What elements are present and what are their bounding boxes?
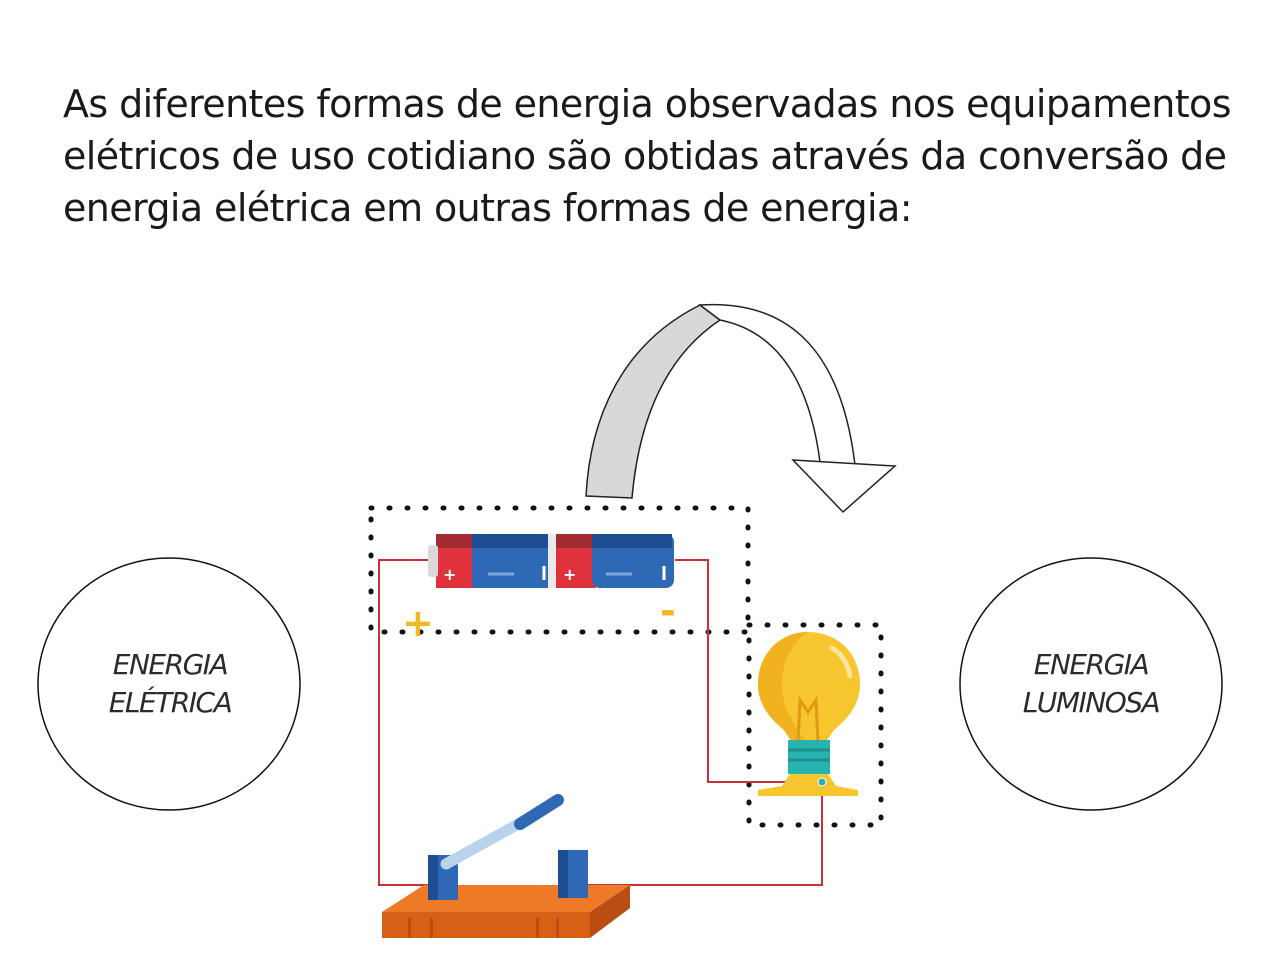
- switch-base-top: [382, 885, 630, 912]
- battery-cell-1: +: [428, 534, 556, 588]
- wire-left: [378, 559, 432, 886]
- electric-energy-label-line2: ELÉTRICA: [108, 686, 233, 719]
- cell-2-plus-sign: +: [563, 565, 576, 584]
- arrow-head: [791, 459, 897, 514]
- circuit-wires: [378, 559, 823, 886]
- bulb-filament: [796, 695, 820, 743]
- bulb-dotted-box: [746, 622, 884, 828]
- bulb-stand: [758, 774, 858, 796]
- arrow-body-outer: [697, 303, 856, 466]
- bulb-highlight: [829, 645, 853, 679]
- wire-bottom-right: [588, 782, 823, 886]
- light-energy-label-line1: ENERGIA: [1033, 648, 1150, 681]
- switch-handle: [514, 794, 564, 830]
- battery: + + + -: [402, 534, 676, 645]
- battery-minus-terminal: -: [660, 589, 676, 633]
- bulb-contact: [817, 777, 827, 787]
- bulb-shade: [758, 632, 808, 742]
- light-energy-label: ENERGIA LUMINOSA: [981, 646, 1201, 722]
- bulb-socket: [788, 740, 830, 774]
- intro-text: As diferentes formas de energia observad…: [63, 82, 1232, 230]
- battery-cell-2: +: [556, 534, 674, 588]
- electric-energy-label-line1: ENERGIA: [112, 648, 229, 681]
- battery-plus-terminal: +: [402, 601, 434, 645]
- cell-1-plus-sign: +: [443, 565, 456, 584]
- arrow-body-inner: [585, 304, 722, 499]
- conversion-arrow: [585, 303, 897, 514]
- light-energy-label-line2: LUMINOSA: [1022, 686, 1161, 719]
- light-energy-circle: [959, 557, 1223, 811]
- light-bulb: [758, 632, 860, 796]
- electric-energy-label: ENERGIA ELÉTRICA: [60, 646, 280, 722]
- switch-base-side: [590, 885, 630, 938]
- knife-switch: [382, 794, 630, 938]
- wire-right-top: [675, 559, 788, 783]
- electric-energy-circle: [37, 557, 301, 811]
